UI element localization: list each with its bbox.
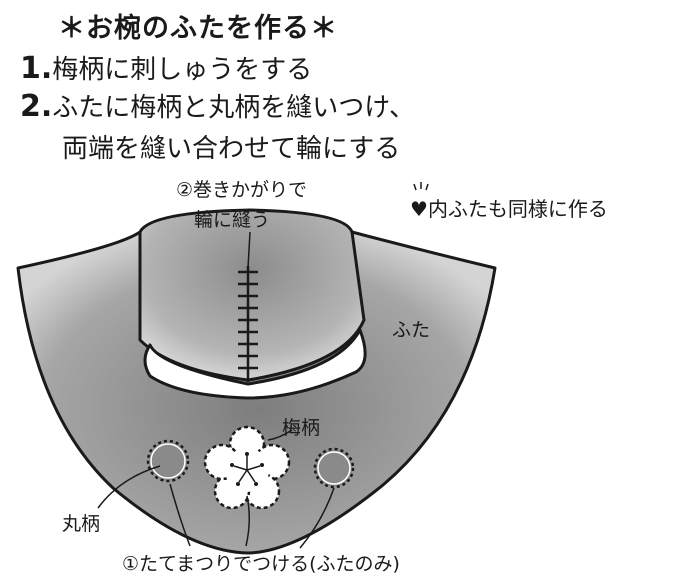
- step-1-number: 1.: [20, 51, 53, 86]
- heart-icon: ♥: [410, 197, 428, 221]
- step-1: 1.梅柄に刺しゅうをする: [20, 52, 312, 87]
- plum-applique: [203, 425, 291, 510]
- page-title: ＊お椀のふたを作る＊: [58, 13, 338, 44]
- attach-leader-center: [245, 495, 250, 547]
- lid-opening: [143, 328, 367, 400]
- circle-leader: [97, 465, 161, 509]
- attach-leader-right: [299, 487, 335, 549]
- plum-label: 梅柄: [282, 417, 320, 439]
- circle-applique-right: [313, 447, 355, 489]
- stitch-label-line1: ②巻きかがりで: [176, 179, 307, 201]
- lid-label: ふた: [392, 319, 430, 341]
- attach-label: ①たてまつりでつける(ふたのみ): [122, 553, 400, 575]
- stitch-leader: [247, 231, 251, 269]
- circle-label: 丸柄: [62, 513, 100, 535]
- sparkle-icon: [413, 182, 429, 191]
- step-2: 2.ふたに梅柄と丸柄を縫いつけ、: [20, 90, 415, 125]
- step-2-number: 2.: [20, 89, 53, 124]
- step-1-text: 梅柄に刺しゅうをする: [52, 55, 313, 85]
- circle-applique-left: [146, 439, 190, 483]
- stitch-label-line2: 輪に縫う: [194, 209, 270, 231]
- step-2-text: ふたに梅柄と丸柄を縫いつけ、: [52, 93, 415, 123]
- note-text: 内ふたも同様に作る: [427, 197, 608, 221]
- seam-stitches: [238, 270, 258, 370]
- plum-leader: [267, 429, 293, 441]
- attach-leader-left: [169, 483, 191, 547]
- note: ♥内ふたも同様に作る: [410, 193, 608, 222]
- step-2-continued: 両端を縫い合わせて輪にする: [62, 134, 401, 164]
